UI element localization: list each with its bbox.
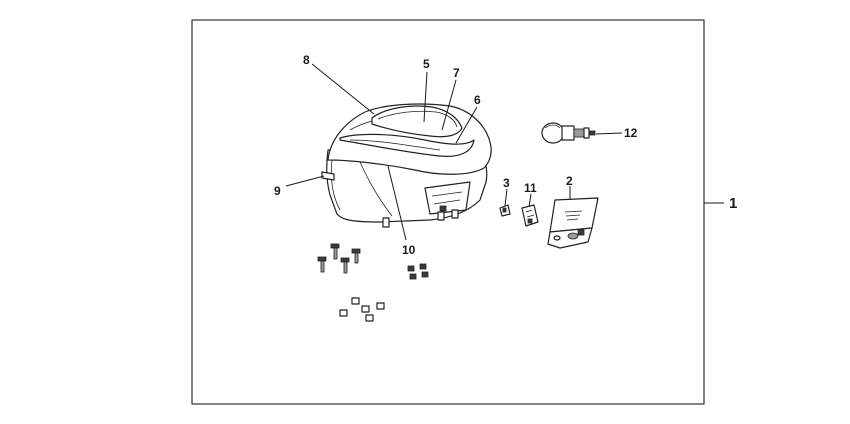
callout-12: 12 [624,126,638,140]
diagram-frame [191,19,705,405]
callout-2: 2 [566,174,573,188]
callout-labels: 8 5 7 6 9 10 12 3 11 2 1 [274,53,737,257]
spring-clip-part[interactable] [521,204,539,227]
callout-3: 3 [503,176,510,190]
callout-1: 1 [729,195,737,212]
spacers-group[interactable] [339,297,385,322]
screw-icon [340,257,350,274]
clip-part[interactable] [499,204,511,217]
nuts-group[interactable] [407,263,429,280]
callout-7: 7 [453,66,460,80]
callout-11: 11 [524,181,537,195]
top-box-part[interactable] [321,103,492,228]
screw-icon [317,256,327,273]
callout-9: 9 [274,184,281,198]
screw-icon [330,243,340,260]
screws-group[interactable] [317,243,361,274]
callout-8: 8 [303,53,310,67]
callout-5: 5 [423,57,430,71]
callout-10: 10 [402,243,416,257]
screw-icon [351,248,361,264]
callout-6: 6 [474,93,481,107]
leader-lines [285,63,724,241]
lock-bracket-part[interactable] [547,197,599,249]
key-cylinder-part[interactable] [541,122,596,144]
